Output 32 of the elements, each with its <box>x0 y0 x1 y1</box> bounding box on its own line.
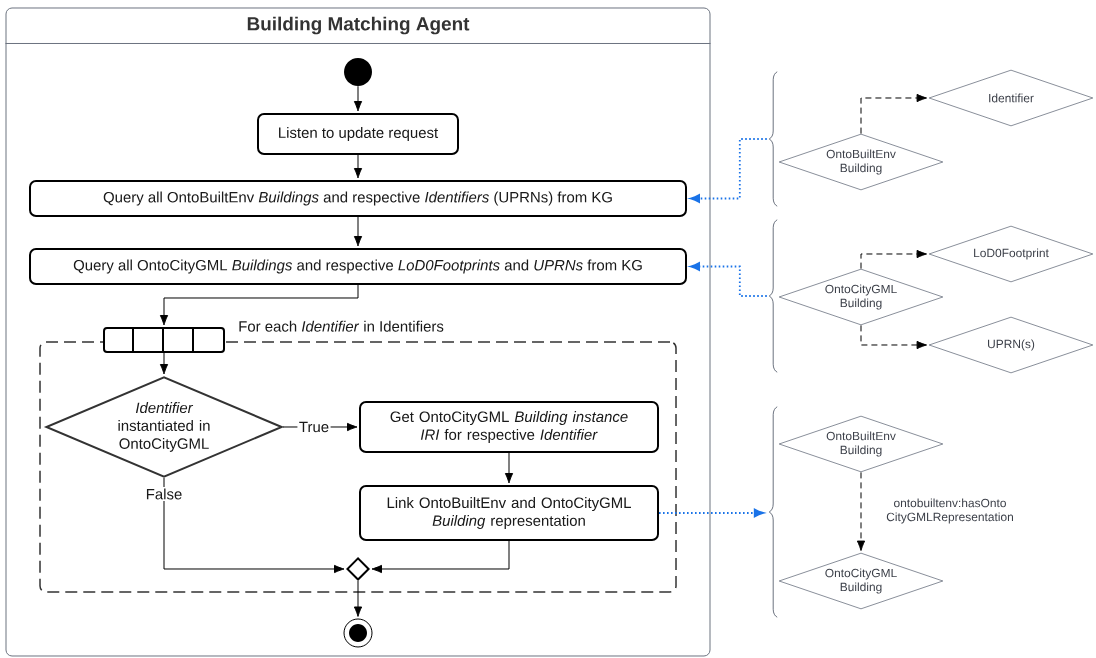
dashed-arrow <box>860 93 928 135</box>
brace <box>768 219 778 373</box>
dashed-arrow <box>658 508 765 518</box>
dashed-arrow <box>689 262 768 297</box>
action-box: Query all OntoCityGML Buildings and respective LoD0Footprints and UPRNs from KG <box>29 248 687 285</box>
arrow <box>353 580 363 617</box>
dashed-arrow <box>856 471 866 552</box>
expansion-region <box>103 326 225 354</box>
action-box: Get OntoCityGML Building instance IRI for respective Identifier <box>359 401 659 453</box>
edge-label: False <box>144 487 184 501</box>
edge-label: True <box>297 420 331 434</box>
arrow <box>353 154 363 179</box>
merge-diamond <box>346 557 370 581</box>
arrow <box>353 85 363 112</box>
arrow <box>353 216 363 247</box>
action-box: Link OntoBuiltEnv and OntoCityGML Building representation <box>359 485 659 541</box>
node-label: For each Identifier in Identifiers <box>239 320 444 332</box>
arrow <box>504 452 514 484</box>
brace <box>768 406 778 618</box>
arrow <box>159 284 359 326</box>
edge-label: ontobuiltenv:hasOnto CityGMLRepresentation <box>878 496 1022 526</box>
arrow <box>163 477 345 574</box>
start-node <box>344 58 372 86</box>
dashed-arrow <box>860 249 928 270</box>
end-node <box>343 618 373 648</box>
brace <box>768 71 778 207</box>
dashed-arrow <box>689 138 768 203</box>
dashed-arrow <box>860 324 928 350</box>
action-box: Query all OntoBuiltEnv Buildings and respective Identifiers (UPRNs) from KG <box>29 180 687 217</box>
arrow <box>159 352 169 375</box>
action-box: Listen to update request <box>257 113 459 155</box>
arrow <box>371 540 510 574</box>
